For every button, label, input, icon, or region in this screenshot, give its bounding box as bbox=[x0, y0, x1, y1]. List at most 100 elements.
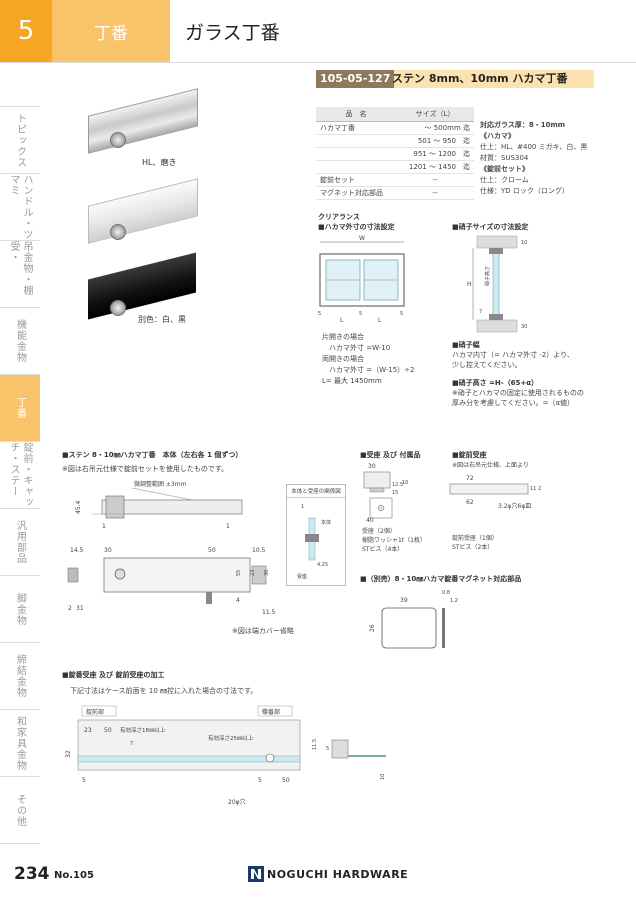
dim-62: 62 bbox=[466, 499, 474, 506]
dim-2: 2 bbox=[538, 486, 541, 492]
note-line: 少し控えてください。 bbox=[452, 361, 522, 369]
sidebar-item-label: 機能金物 bbox=[14, 319, 26, 363]
dim-30: 30 bbox=[264, 570, 270, 576]
dim-15: 15 bbox=[392, 490, 398, 496]
dim-4-25: 4.25 bbox=[317, 562, 328, 568]
dim-10: 10 bbox=[402, 480, 408, 486]
spec-line: 仕様：YD ロック（ロング） bbox=[480, 187, 569, 195]
dim-5: 5 bbox=[82, 777, 86, 784]
clearance-notes: 片開きの場合 ハカマ外寸 =W-10 両開きの場合 ハカマ外寸 =（W-15）÷… bbox=[322, 332, 414, 387]
label-body: 本体 bbox=[321, 519, 331, 526]
item-line: 受座（2個） bbox=[362, 528, 396, 535]
sidebar-item-other[interactable]: その他 bbox=[0, 777, 40, 844]
note-line: L= 最大 1450mm bbox=[322, 377, 382, 385]
dim-45-4: 45.4 bbox=[75, 500, 82, 514]
spec-line: 対応ガラス厚：8・10mm bbox=[480, 121, 566, 129]
note-line: 片開きの場合 bbox=[322, 333, 364, 341]
table-cell: 錠前セット bbox=[316, 173, 397, 187]
table-cell: -- bbox=[396, 173, 474, 187]
table-header-row: 品 名 サイズ（L） bbox=[316, 107, 474, 122]
page-title: ガラス丁番 bbox=[185, 22, 280, 44]
table-header: 品 名 bbox=[316, 107, 397, 122]
table-cell bbox=[316, 147, 397, 161]
adjust-range: 微調整範囲 ±3mm bbox=[134, 480, 187, 488]
note-line: 厚み分を考慮してください。=（α値） bbox=[452, 399, 575, 407]
clearance-title: クリアランス bbox=[318, 213, 360, 221]
dim-11-5: 11.5 bbox=[312, 739, 318, 750]
sidebar-item-general[interactable]: 汎用部品 bbox=[0, 509, 40, 576]
sidebar-item-label: 脚金物 bbox=[14, 592, 26, 626]
lock-receiver-diagram: 72 11 2 62 bbox=[449, 475, 541, 506]
photo-label-color: 別色：白、黒 bbox=[138, 315, 186, 324]
spec-line: 《ハカマ》 bbox=[480, 132, 515, 140]
hinge-front-diagram: 14.5 30 50 10.5 55 23 30 2 31 4 11.5 bbox=[67, 547, 276, 616]
sidebar-item-label: 締結金物 bbox=[14, 654, 26, 698]
spec-line: 材質：SUS304 bbox=[480, 154, 529, 162]
relation-diagram: 1 本体 4.25 受座 bbox=[297, 504, 331, 580]
dim-10: 10 bbox=[521, 240, 527, 246]
dim-1: 1 bbox=[102, 523, 106, 530]
dim-5: 5 bbox=[258, 777, 262, 784]
note-line: ハカマ内寸（= ハカマ外寸 -2）より、 bbox=[452, 351, 574, 359]
dim-40: 40 bbox=[366, 517, 374, 522]
table-cell: 951 ～ 1200 迄 bbox=[396, 147, 474, 161]
dim-l: L bbox=[378, 317, 382, 324]
dim-26: 26 bbox=[369, 624, 376, 632]
dim-0-8: 0.8 bbox=[442, 590, 450, 596]
item-line: STビス（4本） bbox=[362, 546, 404, 553]
sidebar-item-handles[interactable]: ハンドル・ツマミ bbox=[0, 174, 40, 241]
dim-glass-height: 硝子高さ bbox=[484, 266, 491, 286]
sidebar-item-hinges[interactable]: 丁番 bbox=[0, 375, 40, 442]
sidebar-item-label: その他 bbox=[14, 793, 26, 827]
sidebar-item-locks[interactable]: 錠前・キャッチ・ステー bbox=[0, 442, 40, 509]
product-photo-black bbox=[82, 250, 196, 330]
lock-receiver-note: ※図は右吊元仕様、上面より bbox=[452, 462, 529, 469]
table-cell: -- bbox=[396, 186, 474, 200]
machining-diagram: 錠前部 蝶番部 23 50 有効深さ18㎜以上 7 有効深さ25㎜以上 32 5… bbox=[65, 705, 386, 806]
glass-height-title: ■硝子高さ =H-（65+α） bbox=[452, 379, 539, 387]
note-line: ※硝子とハカマの固定に使用されるものの bbox=[452, 389, 584, 397]
dim-7: 7 bbox=[479, 309, 482, 315]
chapter-number: 5 bbox=[0, 0, 52, 62]
dim-32: 32 bbox=[65, 750, 72, 758]
sidebar-item-functional[interactable]: 機能金物 bbox=[0, 308, 40, 375]
dim-39: 39 bbox=[400, 597, 408, 604]
hinge-section-title: ■ステン 8・10㎜ハカマ丁番 本体（左右各 1 個ずつ） bbox=[62, 451, 243, 459]
dim-50: 50 bbox=[208, 547, 216, 554]
sidebar-nav: トピックス ハンドル・ツマミ 吊金物・棚受・ 機能金物 丁番 錠前・キャッチ・ス… bbox=[0, 106, 40, 844]
table-row: 951 ～ 1200 迄 bbox=[316, 147, 474, 161]
product-photo-white bbox=[82, 178, 198, 258]
note-line: ハカマ外寸 =（W-15）÷2 bbox=[322, 366, 415, 374]
hinge-top-diagram: 微調整範囲 ±3mm 45.4 1 1 bbox=[75, 480, 243, 530]
receiver-section-title: ■受座 及び 付属品 bbox=[360, 451, 421, 459]
dim-1: 1 bbox=[226, 523, 230, 530]
sidebar-item-legs[interactable]: 脚金物 bbox=[0, 576, 40, 643]
relation-title: 本体と受座の関係図 bbox=[287, 485, 345, 498]
hakama-diagram: W 5 L 5 L 5 bbox=[318, 235, 405, 324]
label-lock-part: 錠前部 bbox=[86, 708, 104, 716]
table-cell: 1201 ～ 1450 迄 bbox=[396, 160, 474, 174]
dim-12-5: 12.5 bbox=[392, 482, 403, 488]
item-line: 錠前受座（1個） bbox=[452, 535, 498, 542]
dim-50: 50 bbox=[104, 727, 112, 734]
sidebar-item-hanging[interactable]: 吊金物・棚受・ bbox=[0, 241, 40, 308]
sidebar-item-label: 吊金物・棚受・ bbox=[8, 241, 32, 296]
product-title: ステン 8mm、10mm ハカマ丁番 bbox=[392, 72, 568, 85]
header-divider bbox=[0, 62, 636, 63]
sidebar-item-japanese[interactable]: 和家具金物 bbox=[0, 710, 40, 777]
lock-receiver-lines: 錠前受座（1個） STビス（2本） bbox=[452, 534, 498, 552]
hakama-dim-title: ■ハカマ外寸の寸法設定 bbox=[318, 223, 395, 231]
table-cell: ハカマ丁番 bbox=[316, 121, 397, 135]
magnet-section-title: ■（別売）8・10㎜ハカマ錠番マグネット対応部品 bbox=[360, 575, 522, 583]
glass-width-block: ■硝子幅 ハカマ内寸（= ハカマ外寸 -2）より、 少し控えてください。 bbox=[452, 340, 574, 370]
sidebar-item-label: 丁番 bbox=[14, 397, 26, 419]
noguchi-logo-icon bbox=[248, 866, 264, 882]
sidebar-item-label: トピックス bbox=[14, 112, 26, 168]
dim-2: 2 bbox=[68, 605, 72, 612]
sidebar-item-fasteners[interactable]: 締結金物 bbox=[0, 643, 40, 710]
dim-10: 10 bbox=[380, 774, 386, 780]
spec-line: 《錠前セット》 bbox=[480, 165, 529, 173]
sidebar-item-topics[interactable]: トピックス bbox=[0, 106, 40, 174]
dim-14-5: 14.5 bbox=[70, 547, 84, 554]
table-row: 501 ～ 950 迄 bbox=[316, 134, 474, 148]
